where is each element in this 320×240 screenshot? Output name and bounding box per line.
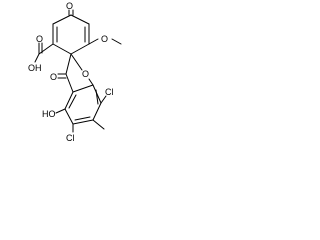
- furan-oxygen-label: O: [82, 69, 89, 79]
- methoxy-group: [88, 38, 122, 45]
- bond-aromatic-inner-1: [95, 89, 99, 105]
- bond-c5-methoxy-o: [88, 38, 99, 45]
- bond-spiro-furan-o: [70, 53, 83, 71]
- carboxylic-acid-label: OH: [28, 63, 42, 73]
- bond-c6-methyl: [92, 119, 105, 130]
- bond-spiro-c3: [65, 53, 72, 75]
- bond-c6-c1: [70, 14, 90, 25]
- bond-c7-cl: [100, 95, 107, 104]
- bond-c7-c6: [92, 102, 102, 121]
- bond-aromatic-inner-3: [68, 94, 77, 109]
- atom-labels: O O O OH O O Cl HO Cl: [28, 1, 114, 143]
- bond-c3a-c7a: [72, 84, 94, 93]
- chemical-structure: O O O OH O O Cl HO Cl: [28, 1, 122, 143]
- lactone-carbonyl-oxygen-label: O: [50, 72, 57, 82]
- benzene-ring: [64, 84, 102, 125]
- ketone-oxygen-label: O: [66, 1, 73, 11]
- carboxylic-acid-group: [34, 42, 54, 63]
- acid-carbonyl-oxygen-label: O: [36, 34, 43, 44]
- bond-c3-c3a: [65, 73, 74, 93]
- methoxy-oxygen-label: O: [101, 34, 108, 44]
- bond-c3-acid-carbon: [38, 43, 54, 55]
- bond-c1-c2: [52, 14, 72, 25]
- bond-c3-spiro: [52, 43, 72, 55]
- bond-furan-o-c7a: [88, 78, 94, 86]
- chlorine-upper-label: Cl: [105, 87, 114, 97]
- bond-c6-c5: [72, 119, 94, 125]
- aromatic-substituents: [55, 95, 107, 133]
- bond-acid-oh: [34, 53, 40, 63]
- chlorine-lower-label: Cl: [66, 133, 75, 143]
- bond-c5-c4: [64, 108, 74, 125]
- furanone-ring: [57, 53, 94, 93]
- bond-methoxy-o-ch3: [111, 38, 122, 45]
- bond-c4-oh: [55, 108, 66, 114]
- bond-aromatic-inner-2: [74, 116, 91, 121]
- hydroxyl-label: HO: [42, 109, 56, 119]
- bond-spiro-c5: [70, 43, 90, 55]
- bond-c4-c3a: [64, 91, 74, 110]
- cyclohexadienone-ring: [52, 9, 90, 55]
